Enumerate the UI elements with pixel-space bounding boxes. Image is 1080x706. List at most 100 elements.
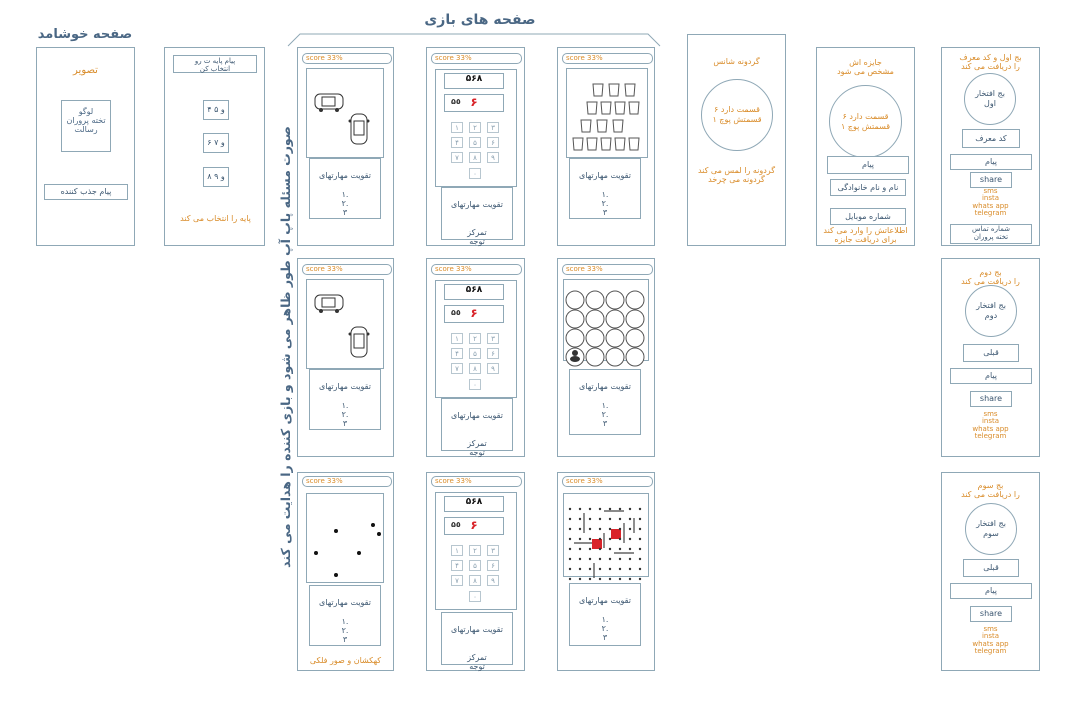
keypad-key[interactable]: ۳ — [487, 545, 499, 556]
maze-dot — [618, 537, 622, 541]
badge-icon: بج افتخار اول — [964, 73, 1016, 125]
fortune-wheel[interactable]: ۶ قسمت دارد ۱ قسمتش پوچ — [701, 79, 773, 151]
skills-label: تقویت مهارتهای — [451, 625, 503, 635]
skills-box: تقویت مهارتهای ۱. ۲. ۳ — [309, 585, 381, 646]
keypad-key[interactable]: ۹ — [487, 575, 499, 586]
keypad-key[interactable]: ۰ — [469, 591, 481, 602]
share-button[interactable]: share — [970, 391, 1012, 407]
badge-icon: بج افتخار سوم — [965, 503, 1017, 555]
keypad-key[interactable]: ۹ — [487, 363, 499, 374]
mobile-field[interactable]: شماره موبایل — [830, 208, 906, 225]
welcome-panel: تصویر لوگو تخته پروران رسالت پیام جذب کن… — [36, 47, 135, 246]
grade-option-1[interactable]: ۴ و ۵ — [203, 100, 229, 120]
skills-box: تقویت مهارتهای تمرکز توجه — [441, 398, 513, 457]
keypad-key[interactable]: ۴ — [451, 137, 463, 148]
maze-grid — [568, 507, 642, 581]
car-game-area[interactable] — [306, 68, 384, 158]
badge-message-box: پیام — [950, 368, 1032, 384]
wheel-note: گردونه را لمس می کند گردونه می چرخد — [697, 166, 776, 185]
keypad-key[interactable]: ۵ — [469, 348, 481, 359]
skills-label: تقویت مهارتهای — [579, 382, 631, 392]
answer-prefix: ۵٥ — [451, 97, 461, 106]
answer-field[interactable]: ۵٥ ۶ — [444, 94, 504, 112]
skills-list: ۱. ۲. ۳ — [341, 189, 349, 217]
keypad-key[interactable]: ۲ — [469, 333, 481, 344]
skills-box: تقویت مهارتهای ۱. ۲. ۳ — [309, 369, 381, 430]
maze-dot — [568, 577, 572, 581]
attract-message-button[interactable]: پیام جذب کننده — [44, 184, 128, 200]
maze-dot — [618, 567, 622, 571]
badge-panel-3: بج سوم را دریافت می کند بج افتخار سوم قب… — [941, 472, 1040, 671]
maze-dot — [588, 527, 592, 531]
car-game-area[interactable] — [306, 279, 384, 369]
keypad-key[interactable]: ۲ — [469, 545, 481, 556]
maze-dot — [608, 547, 612, 551]
keypad-key[interactable]: ۷ — [451, 363, 463, 374]
skills-box: تقویت مهارتهای تمرکز توجه — [441, 187, 513, 246]
grade-option-3[interactable]: ۸ و ۹ — [203, 167, 229, 187]
keypad-key[interactable]: ۴ — [451, 560, 463, 571]
skills-label: تقویت مهارتهای — [451, 411, 503, 421]
keypad-key[interactable]: ۶ — [487, 137, 499, 148]
keypad-key[interactable]: ۰ — [469, 168, 481, 179]
game-card-cups: score 33% تقویت مهارتهای ۱. ۲. ۳ — [557, 47, 655, 246]
keypad-key[interactable]: ۵ — [469, 137, 481, 148]
keypad-key[interactable]: ۷ — [451, 152, 463, 163]
keypad-key[interactable]: ۸ — [469, 363, 481, 374]
keypad-key[interactable]: ۳ — [487, 122, 499, 133]
badge-icon: بج افتخار دوم — [965, 285, 1017, 337]
keypad-key[interactable]: ۸ — [469, 575, 481, 586]
keypad-key[interactable]: ۱ — [451, 333, 463, 344]
share-button[interactable]: share — [970, 606, 1012, 622]
keypad-key[interactable]: ۵ — [469, 560, 481, 571]
share-channels: sms insta whats app telegram — [972, 410, 1009, 441]
welcome-section-title: صفحه خوشامد — [37, 27, 133, 42]
maze-dot — [628, 557, 632, 561]
skills-label: تقویت مهارتهای — [319, 382, 371, 392]
circles-game-area[interactable] — [563, 279, 649, 367]
score-label: score 33% — [302, 476, 392, 487]
keypad-key[interactable]: ۶ — [487, 348, 499, 359]
maze-dot — [638, 567, 642, 571]
keypad-key[interactable]: ۳ — [487, 333, 499, 344]
maze-dot — [628, 527, 632, 531]
maze-dot — [578, 527, 582, 531]
cups-game-area[interactable] — [566, 68, 648, 158]
maze-dot — [608, 527, 612, 531]
keypad-key[interactable]: ۷ — [451, 575, 463, 586]
previous-button[interactable]: قبلی — [963, 559, 1019, 577]
keypad-key[interactable]: ۸ — [469, 152, 481, 163]
maze-dot — [588, 547, 592, 551]
maze-dot — [598, 527, 602, 531]
previous-button[interactable]: قبلی — [963, 344, 1019, 362]
skills-label: تقویت مهارتهای — [579, 596, 631, 606]
maze-dot — [598, 557, 602, 561]
maze-dot — [638, 517, 642, 521]
keypad-key[interactable]: ۰ — [469, 379, 481, 390]
maze-dot — [608, 557, 612, 561]
share-button[interactable]: share — [970, 172, 1012, 188]
maze-dot — [578, 537, 582, 541]
keypad-key[interactable]: ۱ — [451, 545, 463, 556]
keypad-key[interactable]: ۲ — [469, 122, 481, 133]
keypad-key[interactable]: ۶ — [487, 560, 499, 571]
skills-box: تقویت مهارتهای ۱. ۲. ۳ — [309, 158, 381, 219]
target-number: ۵۶۸ — [444, 284, 504, 300]
maze-dot — [618, 507, 622, 511]
score-label: score 33% — [562, 53, 653, 64]
keypad-key[interactable]: ۴ — [451, 348, 463, 359]
grade-option-2[interactable]: ۶ و ۷ — [203, 133, 229, 153]
keypad-key[interactable]: ۱ — [451, 122, 463, 133]
star-game-area[interactable] — [306, 493, 384, 583]
game-card-galaxy: score 33% تقویت مهارتهای ۱. ۲. ۳ کهکشان … — [297, 472, 394, 671]
keypad-key[interactable]: ۹ — [487, 152, 499, 163]
answer-number: ۶ — [470, 95, 478, 109]
maze-dot — [628, 577, 632, 581]
score-label: score 33% — [431, 53, 522, 64]
maze-game-area[interactable] — [563, 493, 649, 581]
fullname-field[interactable]: نام و نام خانوادگی — [830, 179, 906, 196]
maze-dot — [628, 517, 632, 521]
maze-dot — [618, 577, 622, 581]
